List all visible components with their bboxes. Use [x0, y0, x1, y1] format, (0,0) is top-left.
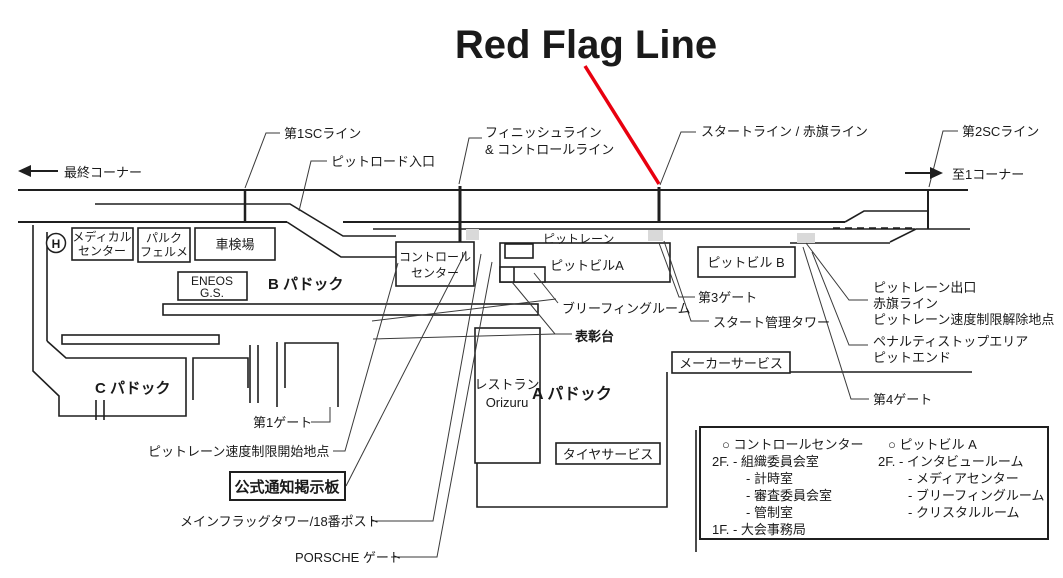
medical-label-1: メディカル	[72, 229, 131, 244]
helipad-icon	[45, 232, 67, 254]
parc-ferme-building	[137, 227, 191, 263]
tire-service-label: タイヤサービス	[563, 447, 654, 462]
maker-service-label: メーカーサービス	[679, 356, 783, 371]
gate1-label: 第1ゲート	[253, 415, 312, 430]
finish-line-label-2: & コントロールライン	[485, 142, 614, 157]
helipad-letter: H	[52, 237, 61, 251]
legend-pba-title: ○ ピットビル A	[888, 437, 977, 452]
briefing-annex	[499, 266, 546, 283]
gate3-label: 第3ゲート	[698, 290, 757, 305]
leader-lines	[244, 130, 958, 558]
eneos-label-1: ENEOS	[191, 274, 233, 288]
course-marker-lines	[243, 186, 929, 246]
legend-box	[699, 426, 1049, 540]
inspection-building	[194, 227, 276, 261]
official-board-label: 公式通知掲示板	[234, 478, 340, 496]
legend-cc-line1: 2F. - 組織委員会室	[712, 454, 819, 469]
to-corner1-label: 至1コーナー	[952, 167, 1024, 182]
legend: ○ コントロールセンター 2F. - 組織委員会室 - 計時室 - 審査委員会室…	[699, 426, 1049, 540]
pit-exit-label-3: ピットレーン速度制限解除地点	[873, 312, 1054, 327]
flag-tower-label: メインフラッグタワー/18番ポスト	[180, 514, 380, 529]
paddock-roads	[32, 225, 972, 552]
speed-limit-start-label: ピットレーン速度制限開始地点	[148, 444, 329, 459]
control-center-label-1: コントロール	[399, 250, 471, 264]
pit-building-b-label: ピットビル B	[707, 255, 784, 270]
medical-label-2: センター	[78, 244, 126, 258]
direction-arrows	[18, 165, 943, 179]
legend-cc-line2: - 計時室	[746, 471, 793, 486]
arrow-right-icon	[930, 167, 943, 179]
gate4-label: 第4ゲート	[873, 392, 932, 407]
control-center-label-2: センター	[411, 266, 459, 280]
podium-label: 表彰台	[574, 329, 614, 344]
legend-cc-title: ○ コントロールセンター	[722, 437, 863, 452]
parc-ferme-label-2: フェルメ	[140, 245, 188, 259]
a-paddock-label: A パドック	[532, 385, 612, 403]
start-tower-label: スタート管理タワー	[713, 315, 830, 330]
legend-cc-line5: 1F. - 大会事務局	[712, 522, 806, 537]
legend-pba-line3: - ブリーフィングルーム	[908, 488, 1045, 503]
sc1-label: 第1SCライン	[284, 126, 361, 141]
legend-pba-line2: - メディアセンター	[908, 471, 1019, 486]
restaurant-label-1: レストラン	[474, 377, 539, 392]
pit-exit-label-1: ピットレーン出口	[873, 280, 976, 295]
buildings	[45, 227, 796, 465]
maker-service-building	[671, 351, 791, 374]
finish-line-label-1: フィニッシュライン	[485, 125, 602, 140]
pit-lane-label: ピットレーン	[543, 232, 614, 246]
b-paddock-label: B パドック	[268, 276, 343, 293]
eneos-label-2: G.S.	[200, 286, 224, 300]
pit-building-b	[697, 246, 796, 278]
pit-gate-markers	[466, 229, 815, 243]
restaurant-label-2: Orizuru	[486, 395, 529, 410]
red-flag-title: Red Flag Line	[455, 23, 717, 67]
pit-building-a-label: ピットビルA	[550, 258, 624, 273]
pit-exit-label-2: 赤旗ライン	[873, 296, 938, 311]
pit-road-entrance-label: ピットロード入口	[331, 154, 435, 169]
eneos-building	[177, 271, 248, 301]
control-center-building	[395, 241, 475, 287]
podium-annex	[504, 243, 534, 259]
red-flag-pointer-line	[583, 65, 661, 185]
penalty-label-1: ペナルティストップエリア	[873, 334, 1028, 349]
medical-center-building	[71, 227, 134, 261]
arrow-left-icon	[18, 165, 31, 177]
inspection-label: 車検場	[215, 237, 254, 252]
tire-service-building	[555, 442, 661, 465]
start-line-label: スタートライン / 赤旗ライン	[701, 124, 868, 139]
track-lines	[18, 189, 970, 258]
final-corner-label: 最終コーナー	[64, 165, 142, 180]
parc-ferme-label-1: パルク	[146, 231, 182, 245]
porsche-gate-label: PORSCHE ゲート	[295, 550, 402, 565]
briefing-room-label: ブリーフィングルーム	[562, 301, 691, 316]
restaurant-building	[474, 327, 541, 464]
legend-pba-line1: 2F. - インタビュールーム	[878, 454, 1024, 469]
c-paddock-label: C パドック	[95, 380, 170, 397]
legend-cc-line4: - 管制室	[746, 505, 793, 520]
sc2-label: 第2SCライン	[962, 124, 1039, 139]
penalty-label-2: ピットエンド	[873, 350, 951, 365]
legend-cc-line3: - 審査委員会室	[746, 488, 832, 503]
legend-pba-line4: - クリスタルルーム	[908, 505, 1020, 520]
official-board-box	[229, 471, 346, 501]
